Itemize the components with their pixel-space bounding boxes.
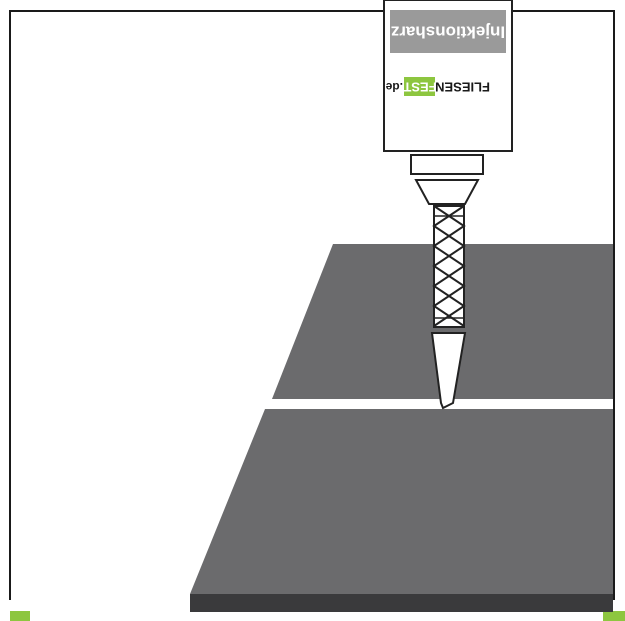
mixer-tube (433, 205, 465, 328)
cartridge-label-band (390, 10, 506, 53)
cartridge-icon: Injektionsharz FLIESEN FEST .de (383, 0, 513, 152)
mixer-helix (432, 205, 466, 327)
nozzle-adapter (414, 179, 480, 205)
green-corner-right (603, 611, 625, 621)
brand-text-suffix: .de (385, 80, 403, 94)
lower-tile (190, 409, 613, 594)
static-mixer-icon (432, 205, 466, 328)
nozzle-tip (430, 332, 467, 410)
brand-highlight-box (404, 77, 435, 96)
brand-text-highlight: FEST (403, 80, 436, 95)
brand-logo: FLIESEN FEST .de (385, 77, 490, 96)
lower-tile-edge (190, 594, 613, 612)
green-corner-left (10, 611, 30, 621)
brand-text-left: FLIESEN (435, 80, 490, 95)
frame-outline (9, 10, 615, 600)
product-label: Injektionsharz (391, 23, 505, 42)
cartridge-collar (410, 154, 484, 175)
